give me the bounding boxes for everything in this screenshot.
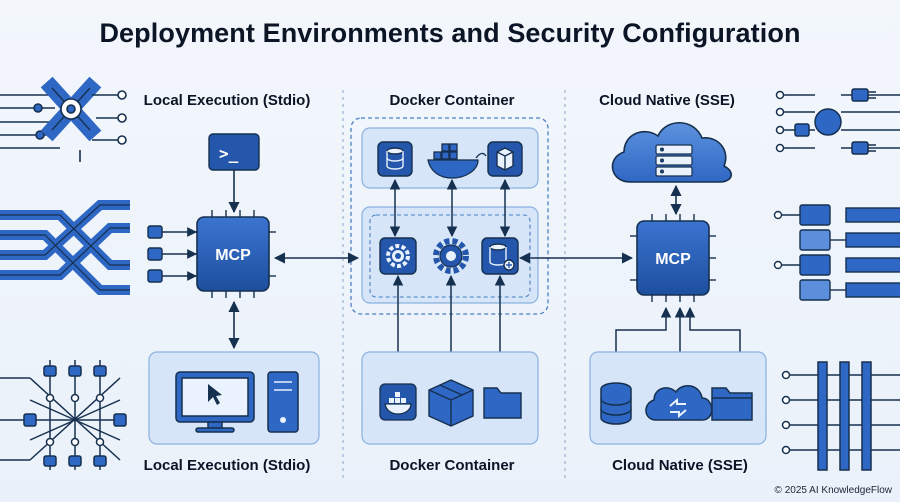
mcp-chip-cloud: MCP	[630, 214, 716, 302]
local-bottom-label: Local Execution (Stdio)	[143, 457, 311, 474]
page-title: Deployment Environments and Security Con…	[99, 18, 801, 48]
docker-whale-icon	[427, 143, 487, 179]
right-decoration-top	[775, 88, 900, 155]
folder-icon	[711, 387, 753, 421]
terminal-icon: >_	[208, 133, 260, 171]
gear-icon	[433, 238, 469, 274]
plug-icon	[147, 225, 197, 283]
cloud-top-label: Cloud Native (SSE)	[599, 92, 735, 109]
cloud-bottom-label: Cloud Native (SSE)	[612, 457, 748, 474]
docker-whale-icon	[379, 383, 417, 421]
docker-top-label: Docker Container	[389, 92, 515, 109]
monitor-icon	[175, 371, 255, 433]
pc-tower-icon	[267, 371, 299, 433]
database-plus-icon	[481, 237, 519, 275]
database-icon	[377, 141, 413, 177]
box-icon	[428, 379, 474, 427]
left-decoration-top	[0, 76, 127, 162]
database-icon	[600, 382, 632, 425]
local-top-label: Local Execution (Stdio)	[143, 92, 311, 109]
mcp-label-cloud: MCP	[655, 251, 691, 268]
cloud-server-icon	[611, 122, 732, 183]
mcp-label-local: MCP	[215, 247, 251, 264]
docker-bottom-label: Docker Container	[389, 457, 515, 474]
gear-icon	[379, 237, 417, 275]
package-icon	[487, 141, 523, 177]
cloud-sync-icon	[645, 385, 713, 421]
copyright-text: © 2025 AI KnowledgeFlow	[774, 485, 892, 496]
right-decoration-bottom	[781, 361, 900, 471]
mcp-chip-local: MCP	[190, 210, 276, 298]
terminal-prompt: >_	[219, 144, 239, 163]
folder-icon	[483, 387, 522, 419]
left-decoration-middle	[0, 200, 130, 295]
left-decoration-bottom	[0, 360, 127, 470]
right-decoration-middle	[773, 204, 900, 301]
